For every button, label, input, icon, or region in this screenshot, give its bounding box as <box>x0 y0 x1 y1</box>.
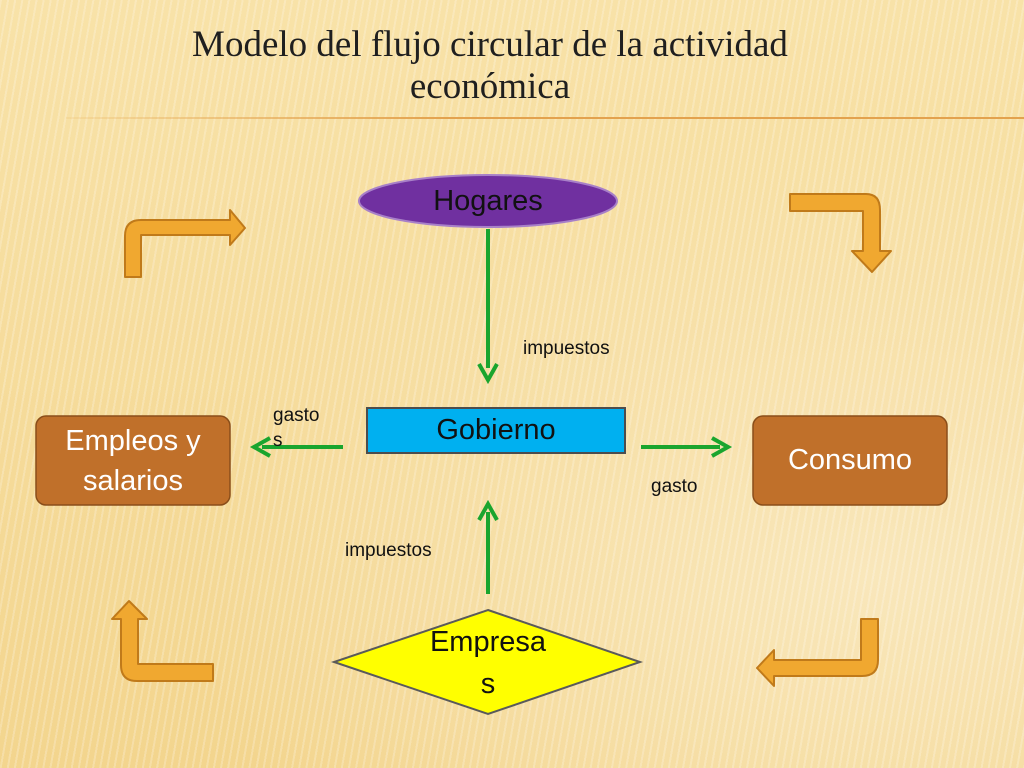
empleos-label: Empleos y salarios <box>65 424 201 497</box>
gastos-empleos-label: gasto s <box>273 405 320 451</box>
cycle-arrow-bottom-right <box>756 618 879 687</box>
arrow-gobierno-to-empleos <box>249 436 343 458</box>
consumo-node <box>752 415 948 506</box>
gobierno-label: Gobierno <box>436 414 556 446</box>
impuestos-empresas-label: impuestos <box>345 540 432 561</box>
gobierno-node <box>366 407 626 454</box>
empresas-node <box>330 608 644 716</box>
cycle-arrow-top-left <box>124 209 246 278</box>
hogares-node <box>358 174 618 228</box>
empresas-label: Empresa s <box>429 626 547 700</box>
arrow-empresas-to-gobierno <box>477 499 499 594</box>
impuestos-hogares-label: impuestos <box>523 338 610 359</box>
consumo-label: Consumo <box>787 444 913 476</box>
page-title: Modelo del flujo circular de la activida… <box>192 24 788 107</box>
empleos-node <box>35 415 231 506</box>
gasto-consumo-label: gasto <box>651 476 698 497</box>
cycle-arrow-top-right <box>789 193 892 273</box>
hogares-label: Hogares <box>433 184 543 217</box>
arrow-gobierno-to-consumo <box>641 436 733 458</box>
arrow-hogares-to-gobierno <box>477 229 499 385</box>
cycle-arrow-bottom-left <box>111 600 214 682</box>
title-divider <box>66 117 1024 119</box>
